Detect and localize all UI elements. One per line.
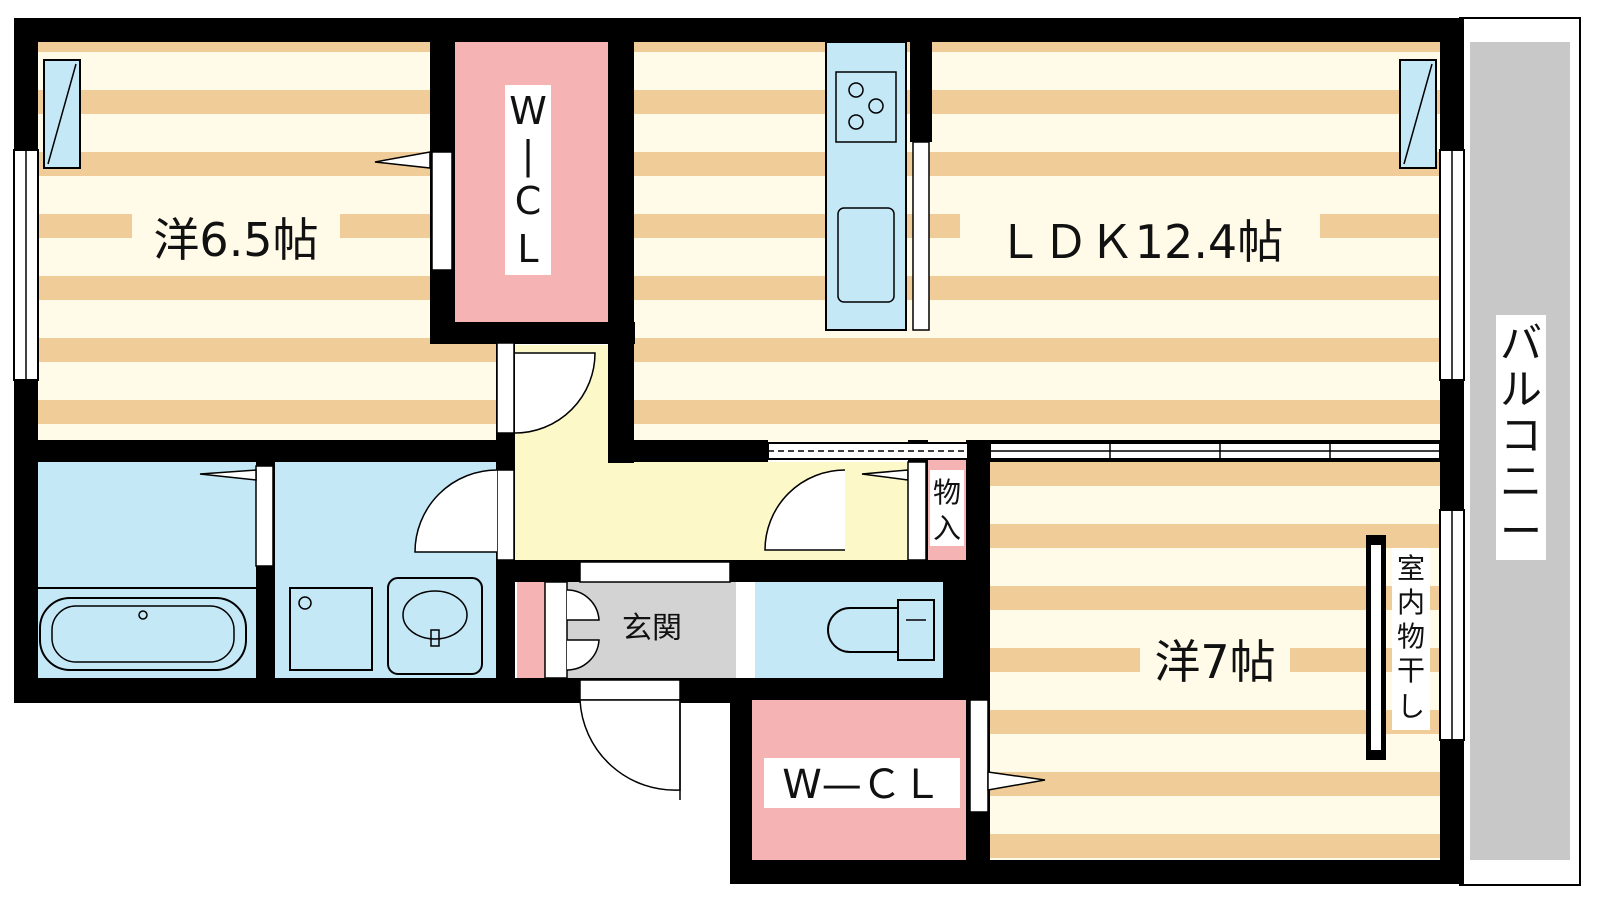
entrance-closet-floor — [517, 582, 549, 678]
label-drying-4: 干 — [1397, 654, 1425, 687]
toilet-icon — [827, 599, 935, 661]
label-balcony-3: コ — [1500, 411, 1542, 460]
doors — [199, 151, 1046, 813]
label-drying-1: 室 — [1397, 552, 1425, 585]
label-balcony-1: バ — [1500, 319, 1542, 368]
room-western-left-floor-ext — [436, 340, 496, 440]
kitchen-counter — [825, 41, 932, 331]
washing-machine-icon — [289, 587, 373, 671]
label-wcl-top-1: W — [509, 89, 547, 133]
label-wcl-bottom: W—ＣＬ — [782, 762, 942, 808]
label-western-left: 洋6.5帖 — [153, 213, 318, 267]
balcony — [1459, 17, 1581, 886]
label-entrance: 玄関 — [622, 611, 682, 646]
aircon-left-icon — [43, 59, 81, 169]
label-drying-5: し — [1397, 690, 1425, 723]
label-balcony-2: ル — [1500, 365, 1542, 414]
aircon-right-icon — [1399, 59, 1437, 169]
label-balcony-5: ー — [1500, 507, 1542, 556]
bathtub-icon — [36, 587, 256, 671]
indoor-drying-rod — [1366, 535, 1386, 760]
label-wcl-top-4: L — [517, 227, 538, 271]
label-storage-1: 物 — [933, 476, 961, 509]
label-balcony-4: ニ — [1500, 457, 1542, 506]
label-storage-2: 入 — [933, 512, 961, 545]
label-wcl-top-2: | — [522, 133, 535, 178]
label-drying-3: 物 — [1397, 620, 1425, 653]
sliding-partition — [767, 442, 1441, 460]
label-ldk: ＬＤＫ12.4帖 — [997, 215, 1283, 269]
label-western-right: 洋7帖 — [1154, 635, 1275, 689]
windows — [13, 149, 1465, 741]
room-labels: 洋6.5帖 ＬＤＫ12.4帖 洋7帖 W | C L W—ＣＬ 物 入 玄関 室… — [132, 85, 1546, 808]
label-wcl-top-3: C — [515, 179, 542, 223]
wash-basin-icon — [387, 577, 483, 675]
label-drying-2: 内 — [1397, 586, 1425, 619]
